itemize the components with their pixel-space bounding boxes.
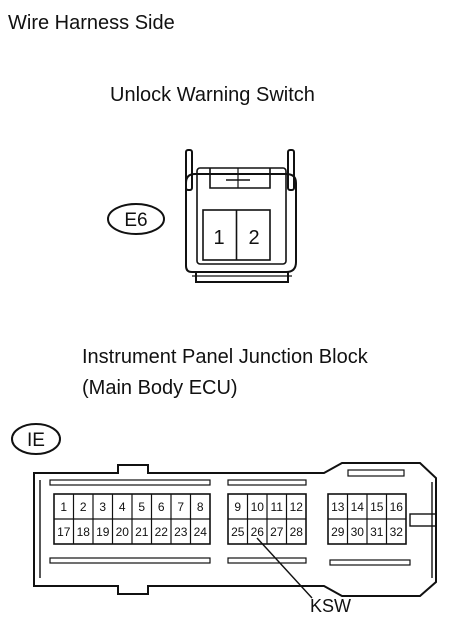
ie-housing — [33, 462, 437, 597]
ksw-callout-label: KSW — [310, 596, 351, 616]
e6-connector — [107, 149, 297, 283]
ie-pin-28: 28 — [290, 525, 304, 539]
ie-pin-17: 17 — [57, 525, 71, 539]
ie-side-latch — [409, 513, 437, 527]
e6-right-latch — [287, 149, 295, 191]
ie-pin-29: 29 — [331, 525, 345, 539]
ie-pin-31: 31 — [370, 525, 384, 539]
ksw-leader-line — [256, 537, 313, 599]
switch-connector-title: Unlock Warning Switch — [110, 84, 315, 106]
e6-housing-base — [195, 272, 289, 283]
ie-code-badge — [11, 423, 61, 455]
ie-pin-13: 13 — [331, 500, 345, 514]
ie-pin-24: 24 — [194, 525, 208, 539]
ie-pin-16: 16 — [390, 500, 404, 514]
ie-pin-9: 9 — [234, 500, 241, 514]
ie-connector — [11, 423, 437, 599]
ie-pin-30: 30 — [351, 525, 365, 539]
ie-pin-7: 7 — [177, 500, 184, 514]
ie-pin-32: 32 — [390, 525, 404, 539]
e6-lock-tab — [209, 168, 271, 189]
junction-block-subtitle: (Main Body ECU) — [82, 377, 238, 399]
e6-code-badge — [107, 203, 165, 235]
ie-pin-23: 23 — [174, 525, 188, 539]
ie-pin-22: 22 — [155, 525, 169, 539]
junction-block-title: Instrument Panel Junction Block — [82, 346, 368, 368]
e6-pin-2: 2 — [248, 227, 259, 249]
e6-pin-1: 1 — [213, 227, 224, 249]
ie-pin-21: 21 — [135, 525, 149, 539]
ie-pin-8: 8 — [197, 500, 204, 514]
ie-pin-11: 11 — [271, 500, 284, 514]
ie-pin-1: 1 — [60, 500, 67, 514]
ie-pin-19: 19 — [96, 525, 110, 539]
ie-pin-18: 18 — [77, 525, 91, 539]
page-title: Wire Harness Side — [8, 12, 175, 34]
ie-pin-27: 27 — [270, 525, 284, 539]
ie-pin-10: 10 — [251, 500, 265, 514]
e6-left-latch — [185, 149, 193, 191]
e6-code-label: E6 — [124, 210, 147, 231]
ie-code-label: IE — [27, 430, 45, 451]
ie-pin-25: 25 — [231, 525, 245, 539]
ie-pin-15: 15 — [370, 500, 384, 514]
ie-pin-3: 3 — [99, 500, 106, 514]
ie-pin-5: 5 — [138, 500, 145, 514]
ie-pin-26: 26 — [251, 525, 265, 539]
ie-pin-2: 2 — [80, 500, 87, 514]
ie-pin-12: 12 — [290, 500, 304, 514]
ie-pin-20: 20 — [116, 525, 130, 539]
ie-pin-6: 6 — [158, 500, 165, 514]
ie-pin-4: 4 — [119, 500, 126, 514]
ie-pin-14: 14 — [351, 500, 365, 514]
